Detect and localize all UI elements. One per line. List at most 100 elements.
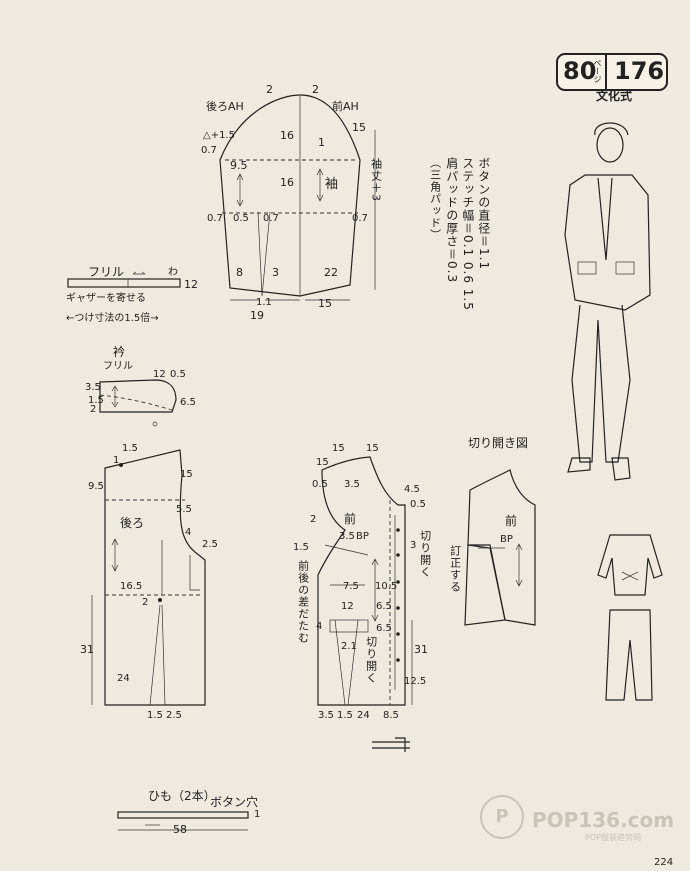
frill-gather: ギャザーを寄せる xyxy=(66,293,146,304)
back-m-24: 24 xyxy=(117,673,130,684)
front-cut-open-2: 切り開く xyxy=(364,636,378,684)
collar-m-12: 12 xyxy=(153,369,166,380)
flat-sketches xyxy=(597,534,663,701)
hem-detail xyxy=(372,737,410,752)
front-dart-note: 前後の差だたむ xyxy=(296,560,310,644)
sleeve-m-19: 19 xyxy=(250,309,264,322)
collar-m-2: 2 xyxy=(90,404,97,415)
pattern-number-badge: 80 ページ 176 xyxy=(556,53,668,91)
pattern-number: 80 xyxy=(563,57,597,85)
back-m-15a: 1.5 xyxy=(122,443,138,454)
front-m-05b: 0.5 xyxy=(410,499,426,510)
back-label: 後ろ xyxy=(120,516,145,530)
back-m-15b: 15 xyxy=(180,469,193,480)
front-m-15b: 15 xyxy=(366,443,379,454)
sleeve-length: 袖丈＋3 xyxy=(369,158,383,202)
watermark-logo-icon: P xyxy=(480,795,524,839)
front-m-75: 7.5 xyxy=(343,581,359,592)
front-m-31: 31 xyxy=(414,643,428,656)
back-m-55: 5.5 xyxy=(176,504,192,515)
note-pad-thickness: 肩パッドの厚さ＝0.3 xyxy=(444,157,459,284)
sleeve-m-15b: 15 xyxy=(318,297,332,310)
frill-strip xyxy=(67,271,181,288)
frill-label: フリル xyxy=(88,265,125,279)
sleeve-m-95: 9.5 xyxy=(230,159,248,172)
back-m-2: 2 xyxy=(142,597,149,608)
front-m-21: 2.1 xyxy=(341,641,357,652)
method-label: 文化式 xyxy=(596,89,633,103)
fashion-illustration xyxy=(564,122,651,481)
front-bp: BP xyxy=(356,531,369,542)
back-m-4: 4 xyxy=(185,527,192,538)
page-ref: 176 xyxy=(614,57,665,85)
front-m-3: 3 xyxy=(410,540,417,551)
sleeve-back-ah: 後ろAH xyxy=(206,100,244,113)
tie-length: 58 xyxy=(173,823,187,836)
front-m-15c: 1.5 xyxy=(293,542,309,553)
frill-wa: わ xyxy=(168,267,178,278)
frill-ratio: ←つけ寸法の1.5倍→ xyxy=(66,313,159,324)
sleeve-m-07d: 0.7 xyxy=(352,213,368,224)
front-m-15-top: 15 xyxy=(316,457,329,468)
front-m-65a: 6.5 xyxy=(376,601,392,612)
collar-m-05: 0.5 xyxy=(170,369,186,380)
sleeve-back-adj: △+1.5 xyxy=(203,130,235,141)
tie-m-1: 1 xyxy=(254,809,261,820)
front-m-45: 4.5 xyxy=(404,484,420,495)
sleeve-m-05: 0.5 xyxy=(233,213,249,224)
collar-m-15: 1.5 xyxy=(88,395,104,406)
front-m-2: 2 xyxy=(310,514,317,525)
slash-bp: BP xyxy=(500,534,513,545)
sleeve-pattern xyxy=(219,94,376,301)
front-m-15d: 1.5 xyxy=(337,710,353,721)
slash-label: 前 xyxy=(505,514,518,528)
back-m-95: 9.5 xyxy=(88,481,104,492)
sleeve-m-16a: 16 xyxy=(280,129,294,142)
watermark-brand: POP136.com xyxy=(532,808,675,832)
sleeve-m-07c: 0.7 xyxy=(263,213,279,224)
sleeve-front-ah: 前AH xyxy=(332,100,359,113)
tie-button-hole: ボタン穴 xyxy=(210,795,259,809)
sleeve-m-07a: 0.7 xyxy=(201,145,217,156)
front-cut-open-1: 切り開く xyxy=(418,530,432,578)
front-m-85: 8.5 xyxy=(383,710,399,721)
sleeve-m-3: 3 xyxy=(272,266,279,279)
sleeve-m-15: 15 xyxy=(352,121,366,134)
front-m-65b: 6.5 xyxy=(376,623,392,634)
collar-pattern xyxy=(99,379,177,427)
sleeve-m-2b: 2 xyxy=(312,83,319,96)
sleeve-m-22: 22 xyxy=(324,266,338,279)
collar-label: 衿 xyxy=(113,345,126,359)
front-m-105: 10.5 xyxy=(375,581,398,592)
back-m-31: 31 xyxy=(80,643,94,656)
back-m-25: 2.5 xyxy=(202,539,218,550)
back-m-1: 1 xyxy=(113,455,120,466)
back-m-15c: 1.5 xyxy=(147,710,163,721)
front-m-24: 24 xyxy=(357,710,370,721)
sleeve-m-16b: 16 xyxy=(280,176,294,189)
sleeve-m-8: 8 xyxy=(236,266,243,279)
front-m-4: 4 xyxy=(316,621,323,632)
sleeve-m-07b: 0.7 xyxy=(207,213,223,224)
watermark-sub: POP服装趋势网 xyxy=(585,833,641,842)
front-m-35a: 3.5 xyxy=(344,479,360,490)
front-bodice-pattern xyxy=(317,456,413,706)
pattern-unit: ページ xyxy=(593,59,602,83)
sleeve-label: 袖 xyxy=(325,177,339,192)
back-m-165: 16.5 xyxy=(120,581,143,592)
slash-correct: 訂正する xyxy=(448,545,462,593)
slash-title: 切り開き図 xyxy=(468,436,529,450)
badge-divider xyxy=(605,55,607,89)
front-m-125: 12.5 xyxy=(404,676,427,687)
frill-width: 12 xyxy=(184,278,198,291)
front-m-35b: 3.5 xyxy=(339,531,355,542)
note-button-diameter: ボタンの直径＝1.1 xyxy=(476,157,491,271)
back-m-25b: 2.5 xyxy=(166,710,182,721)
tie-label: ひも（2本） xyxy=(148,789,216,803)
front-m-15a: 15 xyxy=(332,443,345,454)
note-stitch-width: ステッチ幅＝0.1 0.6 1.5 xyxy=(460,157,475,311)
front-label: 前 xyxy=(344,512,357,526)
note-pad-type: （三角パッド） xyxy=(428,157,442,241)
